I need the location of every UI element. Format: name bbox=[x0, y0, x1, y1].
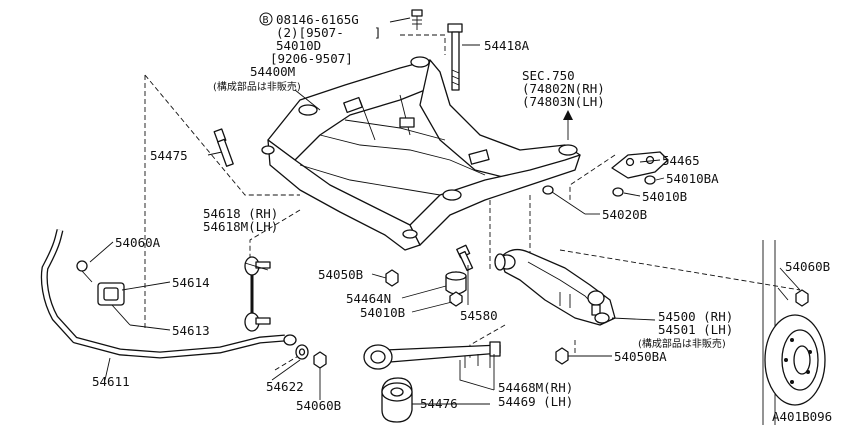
callout-54500: 54500 (RH) 54501 (LH) (構成部品は非販売) bbox=[638, 309, 733, 350]
bolt-b-line1: 08146-6165G bbox=[276, 12, 359, 27]
stabilizer-link bbox=[244, 256, 271, 332]
bolt-b-line2: (2)[9507- ] bbox=[276, 25, 381, 40]
label-54010b-mid: 54010B bbox=[360, 305, 405, 320]
bolt-54580 bbox=[456, 244, 474, 272]
bracket-54465 bbox=[542, 151, 669, 197]
callout-54400m: 54400M (構成部品は非販売) bbox=[213, 64, 301, 93]
label-54060b-left: 54060B bbox=[296, 398, 341, 413]
leader-lines bbox=[89, 17, 801, 405]
label-54010b-right: 54010B bbox=[642, 189, 687, 204]
washer-54622 bbox=[295, 344, 309, 360]
label-54468m: 54468M(RH) bbox=[498, 380, 573, 395]
bolt-b-line4: [9206-9507] bbox=[270, 51, 353, 66]
label-54060b-right: 54060B bbox=[785, 259, 830, 274]
lower-control-arm bbox=[494, 248, 616, 326]
insulator-54464n bbox=[445, 271, 467, 295]
bushing-clamp bbox=[76, 260, 125, 306]
nut-54060b-left bbox=[313, 351, 327, 369]
bolt-b-symbol: B bbox=[263, 15, 269, 26]
label-54469: 54469 (LH) bbox=[498, 394, 573, 409]
label-54400m: 54400M bbox=[250, 64, 295, 79]
bolt-54418a bbox=[447, 23, 463, 91]
suspension-crossmember bbox=[261, 56, 581, 251]
label-54500: 54500 (RH) bbox=[658, 309, 733, 324]
nut-54050ba bbox=[555, 347, 569, 365]
label-54476: 54476 bbox=[420, 396, 458, 411]
label-54475: 54475 bbox=[150, 148, 188, 163]
nut-54060b-right bbox=[777, 287, 809, 307]
drawing-code: A401B096 bbox=[772, 409, 832, 424]
label-54400m-note: (構成部品は非販売) bbox=[213, 80, 301, 93]
callout-bolt-b: B 08146-6165G (2)[9507- ] 54010D [9206-9… bbox=[259, 12, 381, 66]
label-74803n: (74803N(LH) bbox=[522, 94, 605, 109]
label-54622: 54622 bbox=[266, 379, 304, 394]
label-54611: 54611 bbox=[92, 374, 130, 389]
wheel-hub bbox=[762, 240, 826, 425]
label-74802n: (74802N(RH) bbox=[522, 81, 605, 96]
label-54614: 54614 bbox=[172, 275, 210, 290]
label-54050b: 54050B bbox=[318, 267, 363, 282]
tension-rod bbox=[363, 341, 501, 370]
bushing-54476 bbox=[381, 377, 413, 423]
label-54501: 54501 (LH) bbox=[658, 322, 733, 337]
callout-54468: 54468M(RH) 54469 (LH) bbox=[498, 380, 573, 409]
nut-54010b-mid bbox=[449, 291, 463, 307]
label-54464n: 54464N bbox=[346, 291, 391, 306]
label-54613: 54613 bbox=[172, 323, 210, 338]
label-54050ba: 54050BA bbox=[614, 349, 667, 364]
bolt-08146 bbox=[411, 9, 423, 30]
label-54580: 54580 bbox=[460, 308, 498, 323]
callout-54618: 54618 (RH) 54618M(LH) bbox=[203, 206, 278, 234]
label-54500-note: (構成部品は非販売) bbox=[638, 337, 726, 350]
assembly-dashed-lines bbox=[144, 34, 801, 371]
label-54418a: 54418A bbox=[484, 38, 530, 53]
label-54618m: 54618M(LH) bbox=[203, 219, 278, 234]
label-54010ba: 54010BA bbox=[666, 171, 719, 186]
label-54060a: 54060A bbox=[115, 235, 161, 250]
sec750-arrow bbox=[563, 110, 573, 140]
bolt-54475 bbox=[213, 128, 234, 167]
label-54020b: 54020B bbox=[602, 207, 647, 222]
callout-sec750: SEC.750 (74802N(RH) (74803N(LH) bbox=[522, 68, 605, 109]
bolt-b-line3: 54010D bbox=[276, 38, 321, 53]
label-54618: 54618 (RH) bbox=[203, 206, 278, 221]
label-54465: 54465 bbox=[662, 153, 700, 168]
label-sec750: SEC.750 bbox=[522, 68, 575, 83]
nut-54050b bbox=[385, 269, 399, 287]
stabilizer-bar bbox=[40, 229, 297, 359]
